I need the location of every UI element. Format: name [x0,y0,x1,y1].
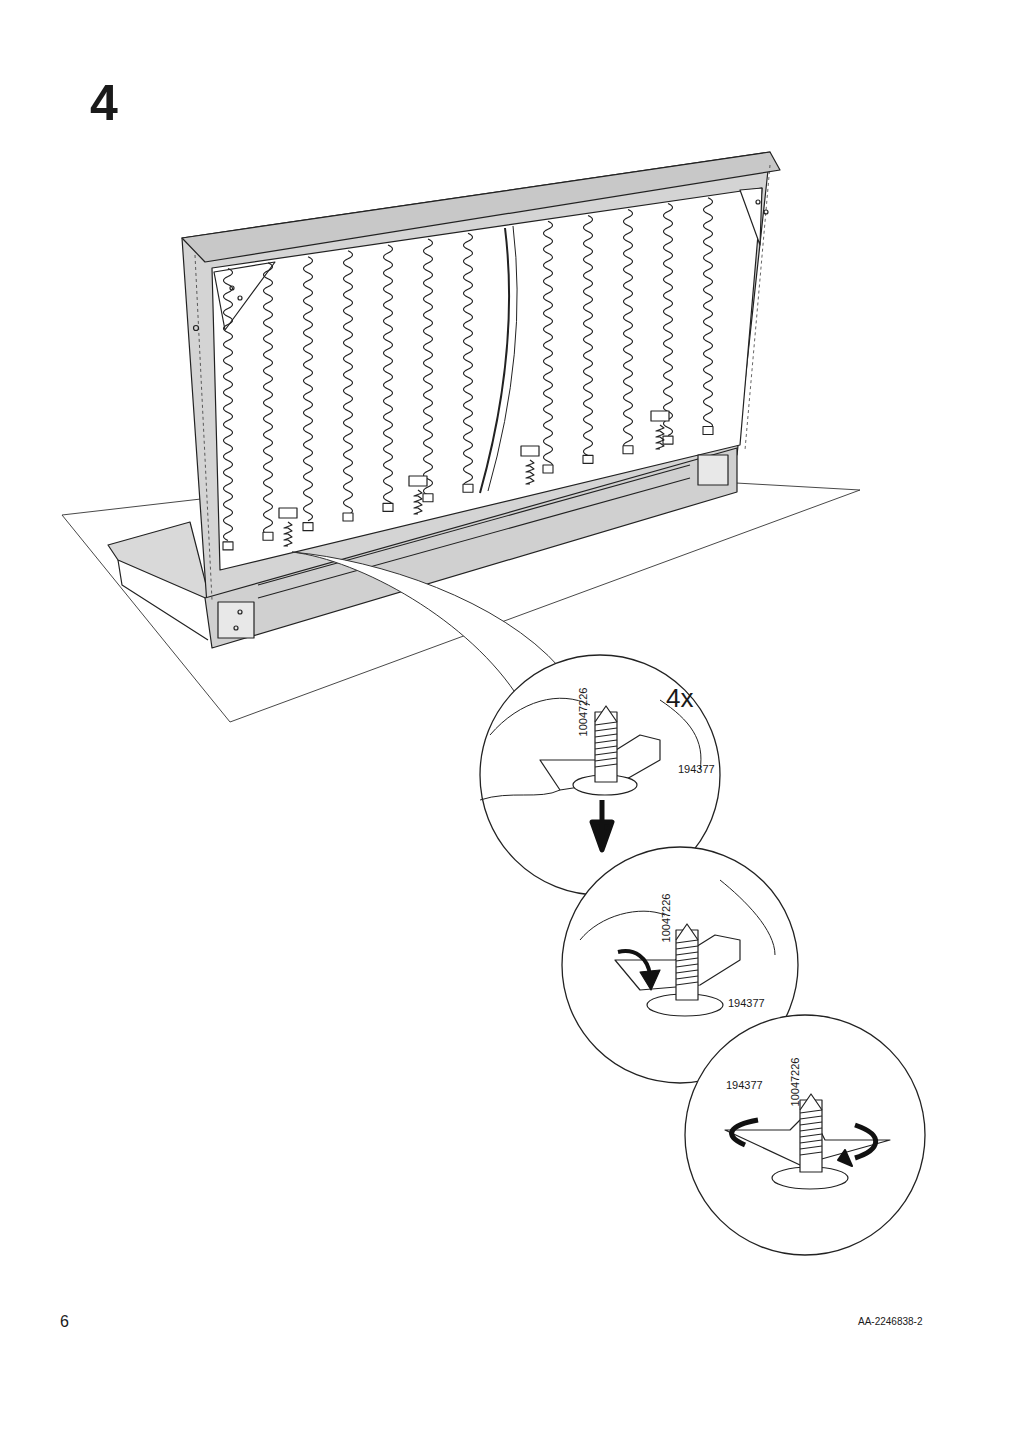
sofa-back-frame [182,152,770,605]
clip [623,446,633,454]
part-number: 4x [666,685,693,711]
screw-mark [526,460,534,484]
spring [664,204,673,436]
clip [263,532,273,540]
clip [423,494,433,502]
part-number: 194377 [726,1080,763,1091]
part-number: 10047226 [661,894,672,943]
seat-base [108,522,210,600]
screw-mark [284,522,292,546]
page-footer: AA-2246838-2 [858,1317,923,1327]
page-footer: 6 [60,1314,69,1330]
spring [344,251,353,515]
part-number: 194377 [678,764,715,775]
part-number: 10047226 [790,1058,801,1107]
clip [383,503,393,511]
spring [304,257,313,521]
screw-mark [656,425,664,449]
clip [463,484,473,492]
spring [584,215,593,455]
spring [424,239,433,495]
clip [303,523,313,531]
clip [543,465,553,473]
spring [384,245,393,509]
spring [704,198,713,430]
clip [703,426,713,434]
spring [224,269,233,541]
clip [583,455,593,463]
screw-mark [414,490,422,514]
step-number: 4 [90,78,118,128]
clip [343,513,353,521]
part-number: 194377 [728,998,765,1009]
spring [264,263,273,535]
spring [464,233,473,489]
clip [223,542,233,550]
spring [624,210,633,450]
spring [544,221,553,469]
part-number: 10047226 [578,688,589,737]
